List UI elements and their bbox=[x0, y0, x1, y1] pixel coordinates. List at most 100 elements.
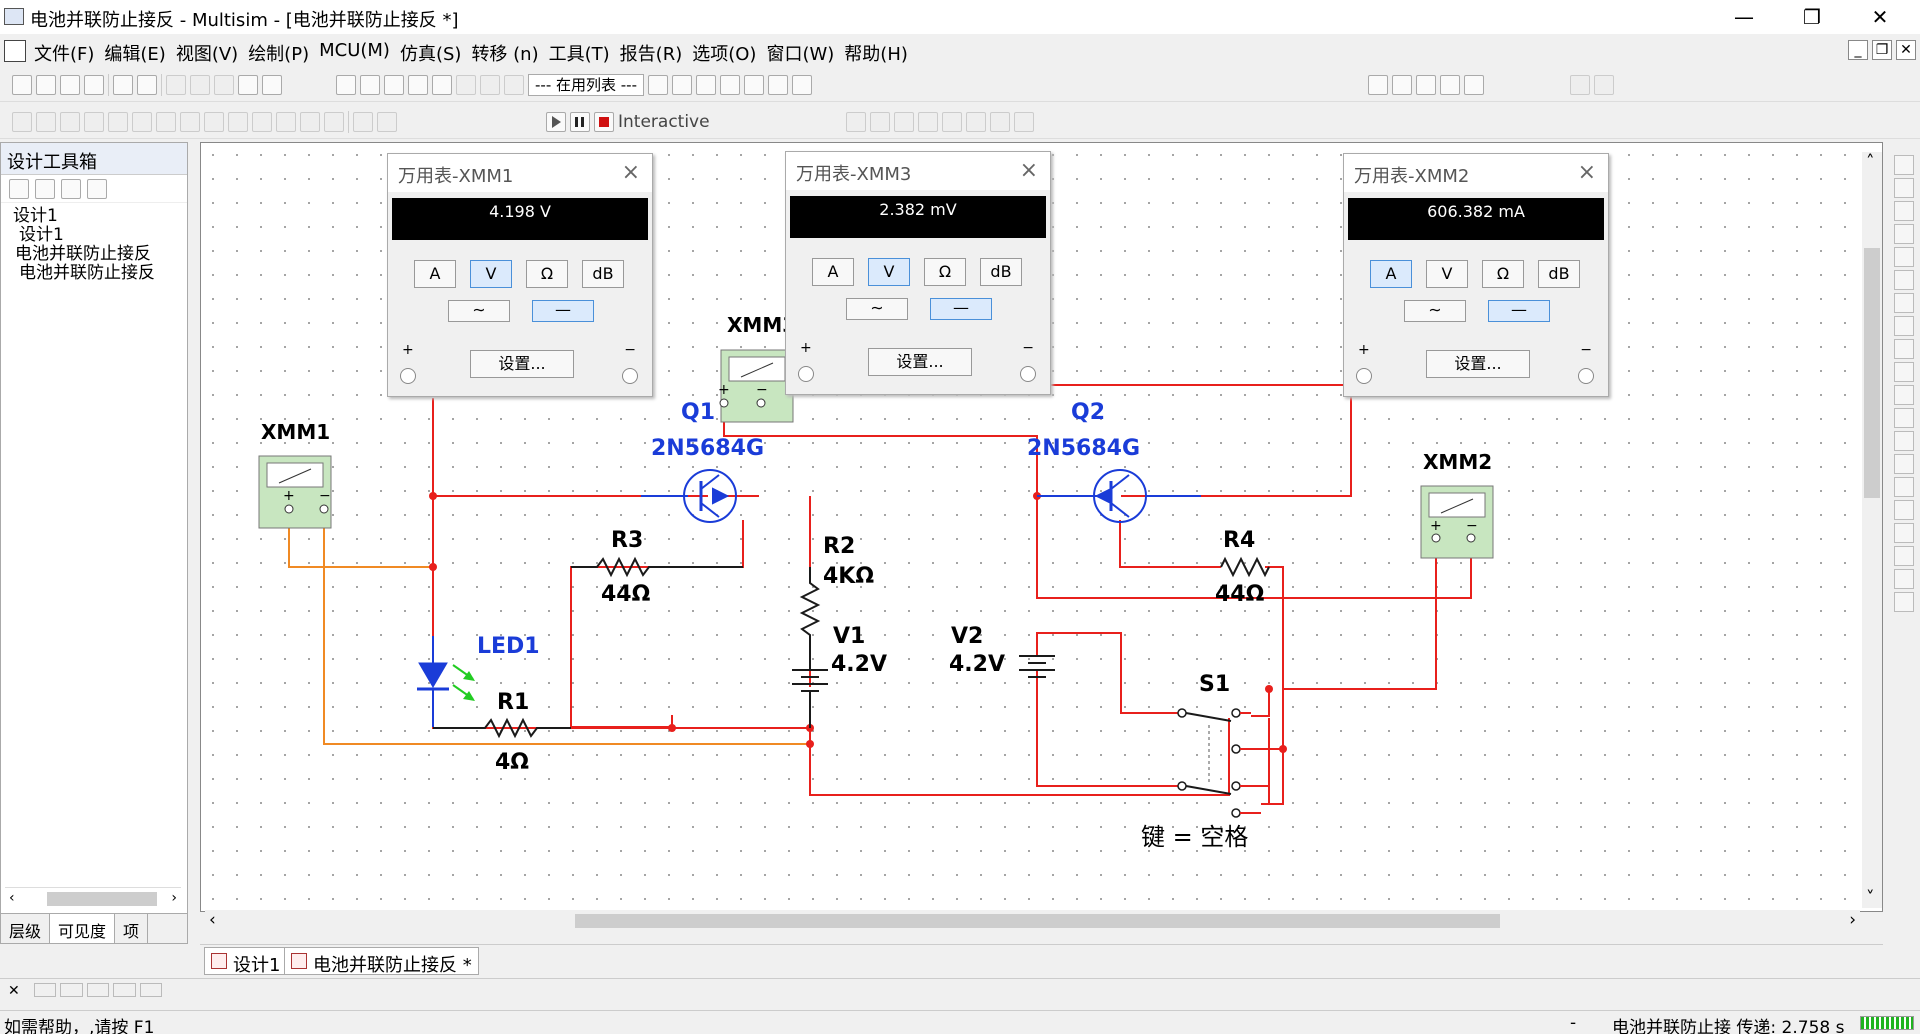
tab-design1[interactable]: 设计1 bbox=[204, 947, 288, 976]
menu-options[interactable]: 选项(O) bbox=[692, 44, 757, 65]
probe-voltage-icon[interactable] bbox=[870, 112, 890, 132]
tree-item[interactable]: 设计1 bbox=[13, 206, 58, 226]
in-use-list-dropdown[interactable]: --- 在用列表 --- bbox=[528, 74, 645, 96]
copy-icon[interactable] bbox=[190, 75, 210, 95]
probe-settings-icon[interactable] bbox=[1014, 112, 1034, 132]
scroll-left-icon[interactable]: ‹ bbox=[9, 890, 15, 906]
help-icon[interactable] bbox=[792, 75, 813, 95]
spreadsheet-tab[interactable] bbox=[60, 983, 83, 997]
minimize-button[interactable]: — bbox=[1734, 5, 1754, 29]
voltmeter-button[interactable]: V bbox=[868, 258, 910, 286]
dc-button[interactable]: — bbox=[1488, 300, 1550, 322]
new-icon[interactable] bbox=[12, 75, 32, 95]
transfer-to-ultiboard-icon[interactable] bbox=[672, 75, 693, 95]
place-electromech-icon[interactable] bbox=[324, 112, 344, 132]
settings-button[interactable]: 设置... bbox=[470, 350, 574, 378]
close-icon[interactable]: × bbox=[1019, 158, 1038, 183]
four-channel-oscilloscope-icon[interactable] bbox=[1894, 247, 1914, 267]
scroll-down-icon[interactable]: ˅ bbox=[1866, 888, 1875, 908]
place-ttl-icon[interactable] bbox=[132, 112, 152, 132]
backannotate-icon[interactable] bbox=[696, 75, 717, 95]
place-source-icon[interactable] bbox=[12, 112, 32, 132]
logic-converter-icon[interactable] bbox=[1894, 339, 1914, 359]
agilent-generator-icon[interactable] bbox=[1894, 477, 1914, 497]
canvas-horizontal-scrollbar[interactable]: ‹ › bbox=[205, 910, 1860, 932]
positive-terminal[interactable] bbox=[798, 366, 814, 382]
scroll-up-icon[interactable]: ˄ bbox=[1866, 152, 1875, 172]
place-indicator-icon[interactable] bbox=[228, 112, 248, 132]
menu-transfer[interactable]: 转移 (n) bbox=[471, 44, 539, 65]
undo-icon[interactable] bbox=[238, 75, 258, 95]
negative-terminal[interactable] bbox=[1578, 368, 1594, 384]
place-mixed-icon[interactable] bbox=[204, 112, 224, 132]
multimeter-xmm3-panel[interactable]: 万用表-XMM3 × 2.382 mV A V Ω dB ∼ — + − 设置.… bbox=[785, 151, 1051, 395]
bode-plotter-icon[interactable] bbox=[1894, 270, 1914, 290]
menu-simulate[interactable]: 仿真(S) bbox=[399, 44, 462, 65]
mdi-minimize-button[interactable]: _ bbox=[1848, 40, 1868, 60]
tree-item[interactable]: 电池并联防止接反 bbox=[15, 244, 151, 264]
print-icon[interactable] bbox=[113, 75, 133, 95]
close-button[interactable]: ✕ bbox=[1871, 5, 1889, 29]
dc-button[interactable]: — bbox=[930, 298, 992, 320]
canvas-vertical-scrollbar[interactable]: ˄ ˅ bbox=[1862, 152, 1882, 908]
word-generator-icon[interactable] bbox=[1894, 316, 1914, 336]
logic-analyzer-icon[interactable] bbox=[1894, 362, 1914, 382]
iv-analyzer-icon[interactable] bbox=[1894, 385, 1914, 405]
toolbox-save-icon[interactable] bbox=[61, 179, 81, 199]
r4-resistor[interactable] bbox=[1220, 556, 1270, 578]
maximize-button[interactable]: ❐ bbox=[1803, 5, 1821, 29]
menu-reports[interactable]: 报告(R) bbox=[619, 44, 683, 65]
ohmmeter-button[interactable]: Ω bbox=[924, 258, 966, 286]
scroll-right-icon[interactable]: › bbox=[1849, 910, 1856, 930]
tree-item[interactable]: 电池并联防止接反 bbox=[19, 263, 155, 283]
interactive-mode-label[interactable]: Interactive bbox=[618, 112, 710, 132]
tab-visibility[interactable]: 可见度 bbox=[50, 914, 116, 943]
probe-differential-icon[interactable] bbox=[942, 112, 962, 132]
v2-battery[interactable] bbox=[1019, 655, 1055, 678]
distortion-analyzer-icon[interactable] bbox=[1894, 408, 1914, 428]
probe-current-icon[interactable] bbox=[894, 112, 914, 132]
ac-button[interactable]: ∼ bbox=[846, 298, 908, 320]
menu-mcu[interactable]: MCU(M) bbox=[319, 40, 390, 61]
tektronix-oscilloscope-icon[interactable] bbox=[1894, 546, 1914, 566]
annotate-icon[interactable] bbox=[504, 75, 524, 95]
erc-icon[interactable] bbox=[480, 75, 500, 95]
place-diode-icon[interactable] bbox=[60, 112, 80, 132]
close-icon[interactable]: × bbox=[621, 160, 640, 185]
frequency-counter-icon[interactable] bbox=[1894, 293, 1914, 313]
spreadsheet-tab[interactable] bbox=[86, 983, 110, 997]
toolbox-scrollbar[interactable]: ‹ › bbox=[5, 887, 181, 909]
place-misc-icon[interactable] bbox=[276, 112, 296, 132]
close-icon[interactable]: ✕ bbox=[8, 983, 20, 999]
toolbox-close-icon[interactable] bbox=[87, 179, 107, 199]
ammeter-button[interactable]: A bbox=[414, 260, 456, 288]
settings-button[interactable]: 设置... bbox=[1426, 350, 1530, 378]
zoom-in-icon[interactable] bbox=[1368, 75, 1388, 95]
xmm3-symbol[interactable]: + − bbox=[718, 349, 794, 423]
education-website-icon[interactable] bbox=[768, 75, 789, 95]
negative-terminal[interactable] bbox=[1020, 366, 1036, 382]
scroll-thumb[interactable] bbox=[1864, 248, 1880, 498]
component-wizard-icon[interactable] bbox=[432, 75, 452, 95]
q2-transistor[interactable] bbox=[1037, 469, 1201, 523]
open-sample-icon[interactable] bbox=[60, 75, 80, 95]
scroll-left-icon[interactable]: ‹ bbox=[209, 910, 216, 930]
dc-button[interactable]: — bbox=[532, 300, 594, 322]
forward-annotate-icon[interactable] bbox=[720, 75, 741, 95]
postprocessor-icon[interactable] bbox=[456, 75, 476, 95]
spreadsheet-icon[interactable] bbox=[384, 75, 404, 95]
erc-check-icon[interactable] bbox=[648, 75, 669, 95]
database-icon[interactable] bbox=[408, 75, 428, 95]
menu-file[interactable]: 文件(F) bbox=[34, 44, 95, 65]
voltmeter-button[interactable]: V bbox=[470, 260, 512, 288]
pause-simulation-icon[interactable] bbox=[570, 112, 590, 132]
s1-switch[interactable] bbox=[1177, 708, 1269, 818]
ac-button[interactable]: ∼ bbox=[448, 300, 510, 322]
menu-view[interactable]: 视图(V) bbox=[175, 44, 239, 65]
menu-place[interactable]: 绘制(P) bbox=[248, 44, 310, 65]
place-bus-icon[interactable] bbox=[353, 112, 373, 132]
probe-digital-icon[interactable] bbox=[990, 112, 1010, 132]
settings-button[interactable]: 设置... bbox=[868, 348, 972, 376]
multimeter-icon[interactable] bbox=[1894, 155, 1914, 175]
spectrum-analyzer-icon[interactable] bbox=[1894, 431, 1914, 451]
